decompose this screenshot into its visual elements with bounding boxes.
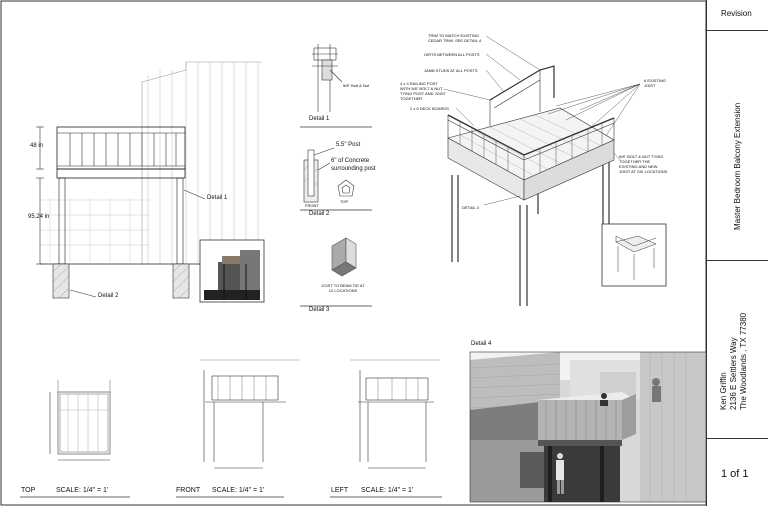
project-title: Master Bedroom Balcony Extension [733,102,742,230]
detail-3-drawing [300,237,372,307]
revision-cell: Revision [707,0,768,31]
detail-2-drawing [300,147,372,211]
detail-1-note: 5/8" Bolt & Nut [343,83,370,88]
detail-4-render [469,351,707,503]
dim-height-bottom: 95.24 in [28,214,50,220]
owner-cell: Ken Griffin 2136 E Settlers Way The Wood… [707,260,768,439]
owner-city: The Woodlands , TX 77380 [739,312,748,410]
detail-3-note: JOIST TO BEAM TIE AT 12 LOCATIONS [321,283,365,293]
iso-note-deck-boards: 2 x 6 DECK BOARDS [410,106,449,111]
detail-2-post: 5.5" Post [336,142,361,148]
detail-2-top-label: TOP [340,199,349,204]
revision-label: Revision [721,9,752,18]
iso-note-railing-post: 4 x 4 RAILING POST WITH 5/8" BOLT & NUT … [400,81,446,101]
iso-bolt-note: 5/8" BOLT & NUT TYING TOGETHER THE EXIST… [619,154,668,174]
left-view-scale: SCALE: 1/4" = 1' [361,487,414,494]
detail-2-title: Detail 2 [309,211,330,217]
detail-2-concrete: 6" of Concrete surrounding post [331,158,376,172]
front-view-drawing [176,359,300,498]
page-number: 1 of 1 [721,468,749,480]
iso-detail-3-callout: DETAIL 3 [462,205,479,210]
top-view-name: TOP [21,487,36,494]
page-cell: 1 of 1 [707,438,768,506]
dim-height-top: 48 in [30,143,44,149]
title-block: Revision Master Bedroom Balcony Extensio… [706,0,768,506]
iso-existing-joist: 6 EXISTING JOIST [644,78,667,88]
elevation-drawing [36,61,262,299]
detail-1-title: Detail 1 [309,116,330,122]
isometric-deck-drawing [443,35,641,306]
front-view-scale: SCALE: 1/4" = 1' [212,487,265,494]
isometric-inset [601,223,667,287]
iso-note-girts: GIRTS BETWEEN ALL POSTS [424,52,480,57]
owner-address: 2136 E Settlers Way [729,337,738,410]
iso-note-trim: TRIM TO MATCH EXISTING CEDAR TRIM. SEE D… [428,33,482,43]
top-view-drawing [20,380,130,498]
left-view-name: LEFT [331,487,349,494]
project-title-cell: Master Bedroom Balcony Extension [707,30,768,261]
detail-1-drawing [300,44,372,128]
front-view-name: FRONT [176,487,201,494]
top-view-scale: SCALE: 1/4" = 1' [56,487,109,494]
detail-4-title: Detail 4 [471,341,492,347]
left-view-drawing [330,359,442,498]
detail-3-title: Detail 3 [309,307,330,313]
detail-1-callout: Detail 1 [207,195,228,201]
elevation-inset-render [199,239,265,303]
detail-2-side-label: FRONT [305,203,319,208]
iso-note-jamb: JAMB STUDS AT ALL POSTS [424,68,478,73]
owner-name: Ken Griffin [719,372,728,410]
detail-2-callout: Detail 2 [98,293,119,299]
